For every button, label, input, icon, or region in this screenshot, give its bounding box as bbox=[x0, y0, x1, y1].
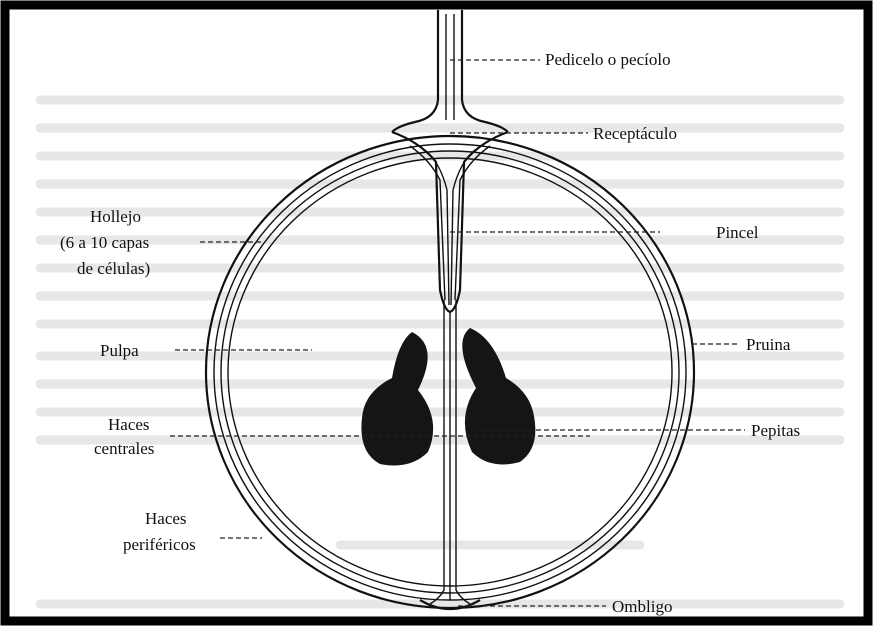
label-hollejo-celulas: de células) bbox=[77, 259, 150, 278]
label-pincel: Pincel bbox=[716, 223, 759, 242]
label-pedicelo: Pedicelo o pecíolo bbox=[545, 50, 671, 69]
label-pepitas: Pepitas bbox=[751, 421, 800, 440]
label-haces-centrales-2: centrales bbox=[94, 439, 154, 458]
label-receptaculo: Receptáculo bbox=[593, 124, 677, 143]
label-hollejo: Hollejo bbox=[90, 207, 141, 226]
label-haces-perifericos-2: periféricos bbox=[123, 535, 196, 554]
label-haces-perifericos: Haces bbox=[145, 509, 187, 528]
label-pruina: Pruina bbox=[746, 335, 791, 354]
label-ombligo: Ombligo bbox=[612, 597, 672, 616]
label-haces-centrales: Haces bbox=[108, 415, 150, 434]
label-hollejo-capas: (6 a 10 capas bbox=[60, 233, 149, 252]
label-pulpa: Pulpa bbox=[100, 341, 139, 360]
